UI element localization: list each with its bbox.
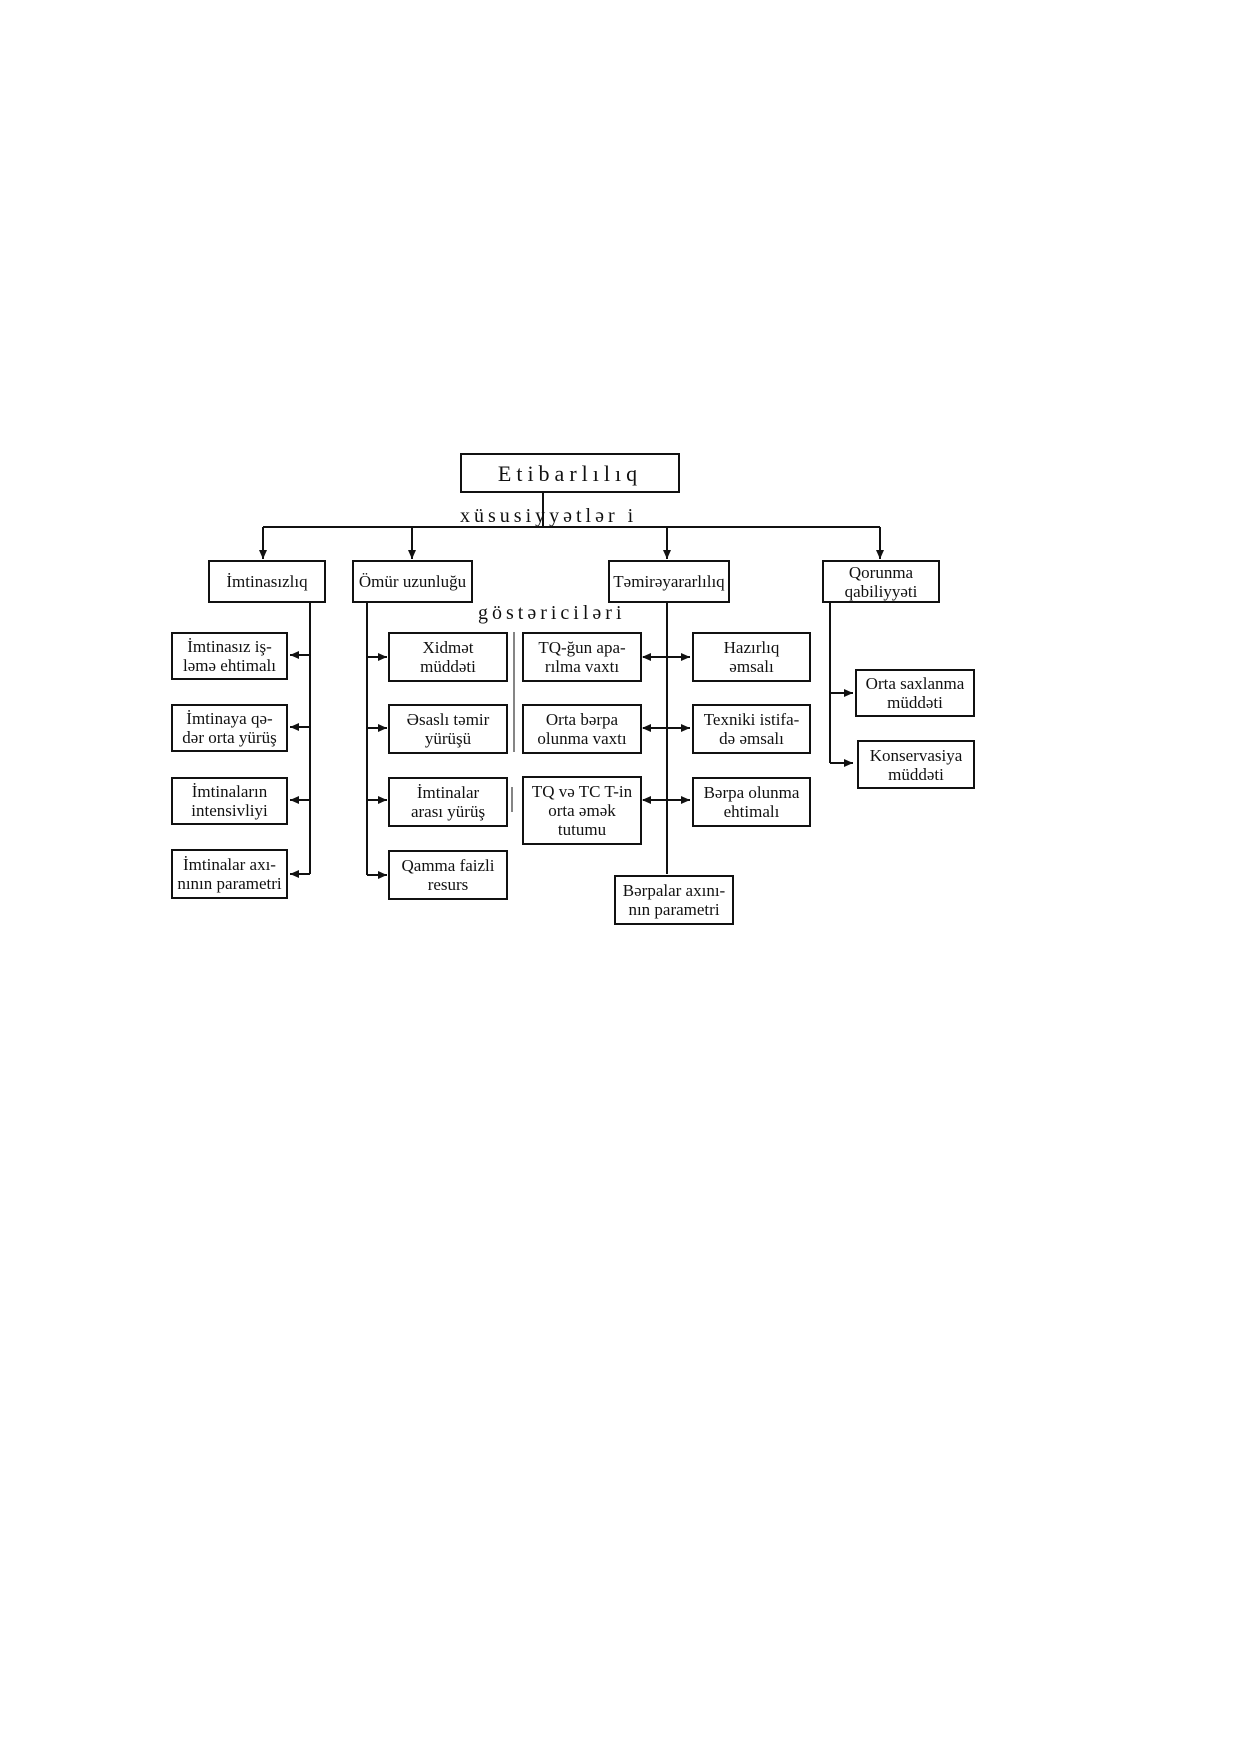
- omur-item: Qamma faizli resurs: [388, 850, 508, 900]
- temir-right-item: Texniki istifa- də əmsalı: [692, 704, 811, 754]
- qorunma-item: Orta saxlanma müddəti: [855, 669, 975, 717]
- imtinasizliq-item: İmtinaların intensivliyi: [171, 777, 288, 825]
- omur-item: Əsaslı təmir yürüşü: [388, 704, 508, 754]
- imtinasizliq-item: İmtinalar axı- nının parametri: [171, 849, 288, 899]
- root-title: Etibarlılıq: [460, 453, 680, 493]
- temir-left-item: TQ-ğun apa- rılma vaxtı: [522, 632, 642, 682]
- temir-right-item: Bərpa olunma ehtimalı: [692, 777, 811, 827]
- temir-bottom-item: Bərpalar axını- nın parametri: [614, 875, 734, 925]
- omur-item: Xidmət müddəti: [388, 632, 508, 682]
- omur-item: İmtinalar arası yürüş: [388, 777, 508, 827]
- temir-right-item: Hazırlıq əmsalı: [692, 632, 811, 682]
- temir-left-item: Orta bərpa olunma vaxtı: [522, 704, 642, 754]
- imtinasizliq-item: İmtinaya qə- dər orta yürüş: [171, 704, 288, 752]
- qorunma-item: Konservasiya müddəti: [857, 740, 975, 789]
- temir-left-item: TQ və TC T-in orta əmək tutumu: [522, 776, 642, 845]
- category-temir: Təmirəyararlılıq: [608, 560, 730, 603]
- imtinasizliq-item: İmtinasız iş- ləmə ehtimalı: [171, 632, 288, 680]
- category-imtinasizliq: İmtinasızlıq: [208, 560, 326, 603]
- category-qorunma: Qorunma qabiliyyəti: [822, 560, 940, 603]
- indicators-caption: göstəriciləri: [478, 602, 626, 624]
- subtitle-caption: xüsusiyyətlər i: [460, 505, 638, 527]
- category-omur: Ömür uzunluğu: [352, 560, 473, 603]
